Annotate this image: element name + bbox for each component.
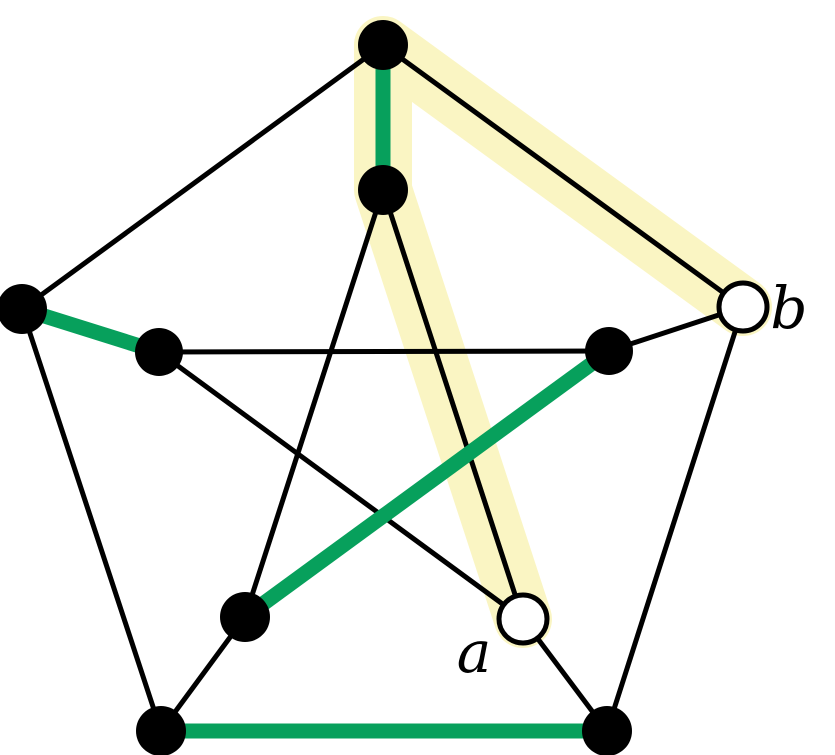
graph-vertex-filled: [135, 328, 183, 376]
highlight-path-layer: [354, 16, 772, 648]
graph-edge: [19, 308, 164, 732]
graph-edge: [157, 349, 525, 622]
vertices-layer: [0, 20, 770, 755]
matching-edge: [240, 344, 614, 624]
graph-edge: [20, 42, 385, 312]
graph-vertex-open: [716, 280, 770, 334]
graph-edge: [242, 189, 386, 618]
graph-edge: [158, 348, 610, 355]
graph-vertex-filled: [358, 20, 408, 70]
graph-vertex-filled: [220, 592, 270, 642]
vertex-label-a: a: [457, 618, 492, 686]
graph-edge: [380, 189, 526, 620]
vertex-labels-layer: ba: [457, 274, 808, 686]
graph-edge: [604, 306, 746, 732]
graph-vertex-open: [496, 592, 550, 646]
vertex-label-b: b: [770, 274, 807, 342]
graph-vertex-filled: [358, 165, 408, 215]
graph-edge: [381, 42, 745, 310]
graph-vertex-filled: [136, 706, 186, 755]
highlight-path-ribbon: [354, 16, 772, 648]
graph-vertex-filled: [582, 706, 632, 755]
graph-vertex-filled: [585, 327, 633, 375]
graph-vertex-filled: [0, 284, 47, 334]
